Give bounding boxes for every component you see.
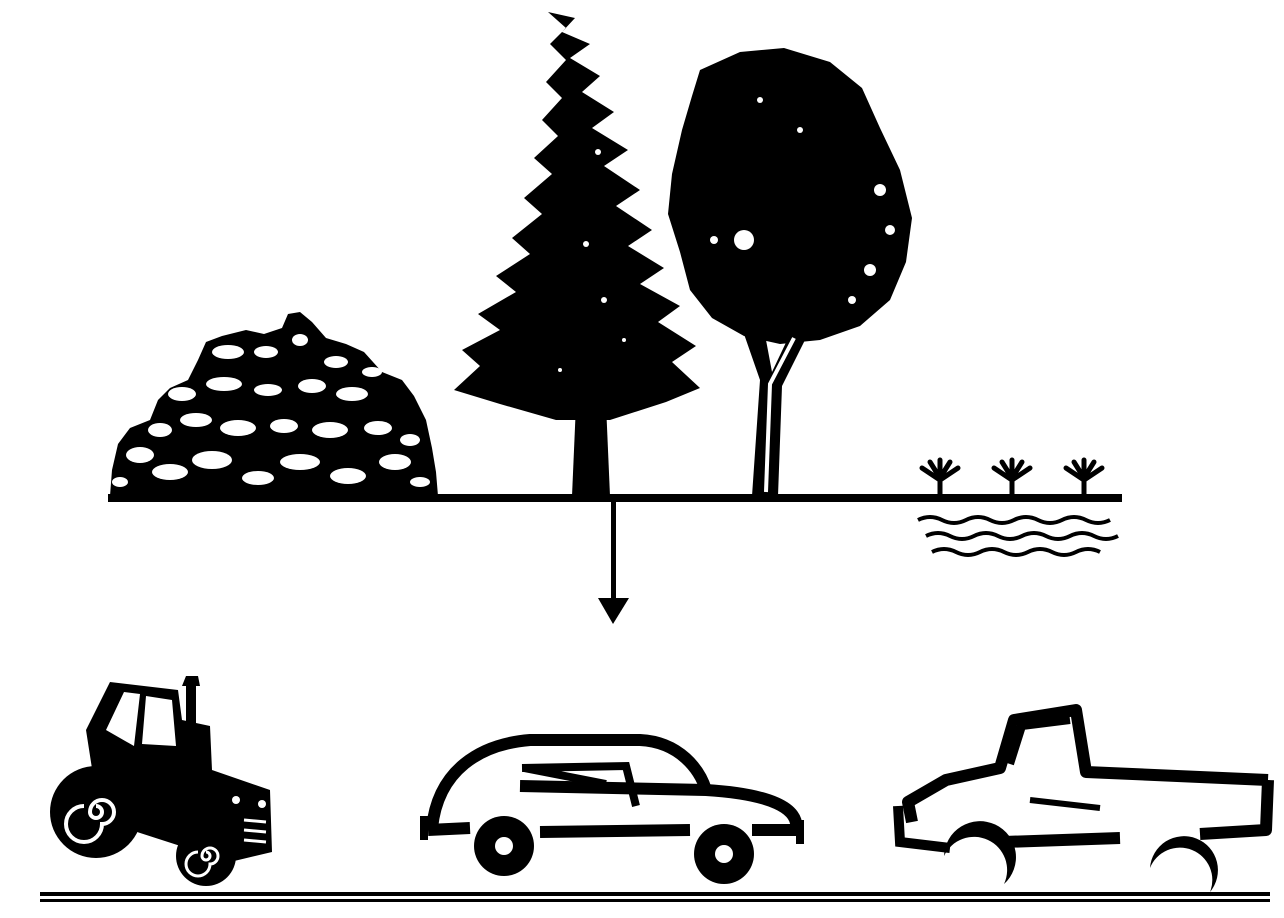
tractor-headlight [232,796,240,804]
tractor-exhaust [186,686,196,726]
vehicles-group [40,676,1270,902]
tractor-exhaust-cap [182,676,200,686]
truck-front-wheel [944,821,1016,884]
arrow-shaft [611,500,616,600]
arrow-head [598,598,629,624]
conifer-foliage [454,12,700,420]
marsh-plants [922,460,1102,498]
tractor [50,676,272,886]
tractor-rear-wheel [50,766,142,858]
truck-rear-wheel [1150,836,1218,892]
water-waves [918,517,1118,555]
truck-window [1010,720,1070,764]
road-line [40,892,1270,902]
car-rear-hub [495,837,513,855]
tractor-front-wheel [176,826,236,886]
conifer-tree [454,12,700,496]
pickup-truck [898,710,1268,892]
tractor-headlight-2 [258,800,266,808]
car-front-hub [715,845,733,863]
landscape-group [108,12,1122,555]
down-arrow [598,500,629,624]
deciduous-tree [668,48,912,496]
truck-bed-outline [1004,780,1268,842]
truck-door-line [1030,800,1100,808]
rock-pile [110,312,438,496]
car-front-bumper [796,820,804,844]
deciduous-trunk [744,330,810,496]
road-line-top [40,892,1270,896]
deciduous-canopy [668,48,912,344]
conifer-trunk [572,404,610,496]
road-line-bottom [40,899,1270,902]
car [420,740,804,884]
car-rear-bumper [420,816,428,840]
